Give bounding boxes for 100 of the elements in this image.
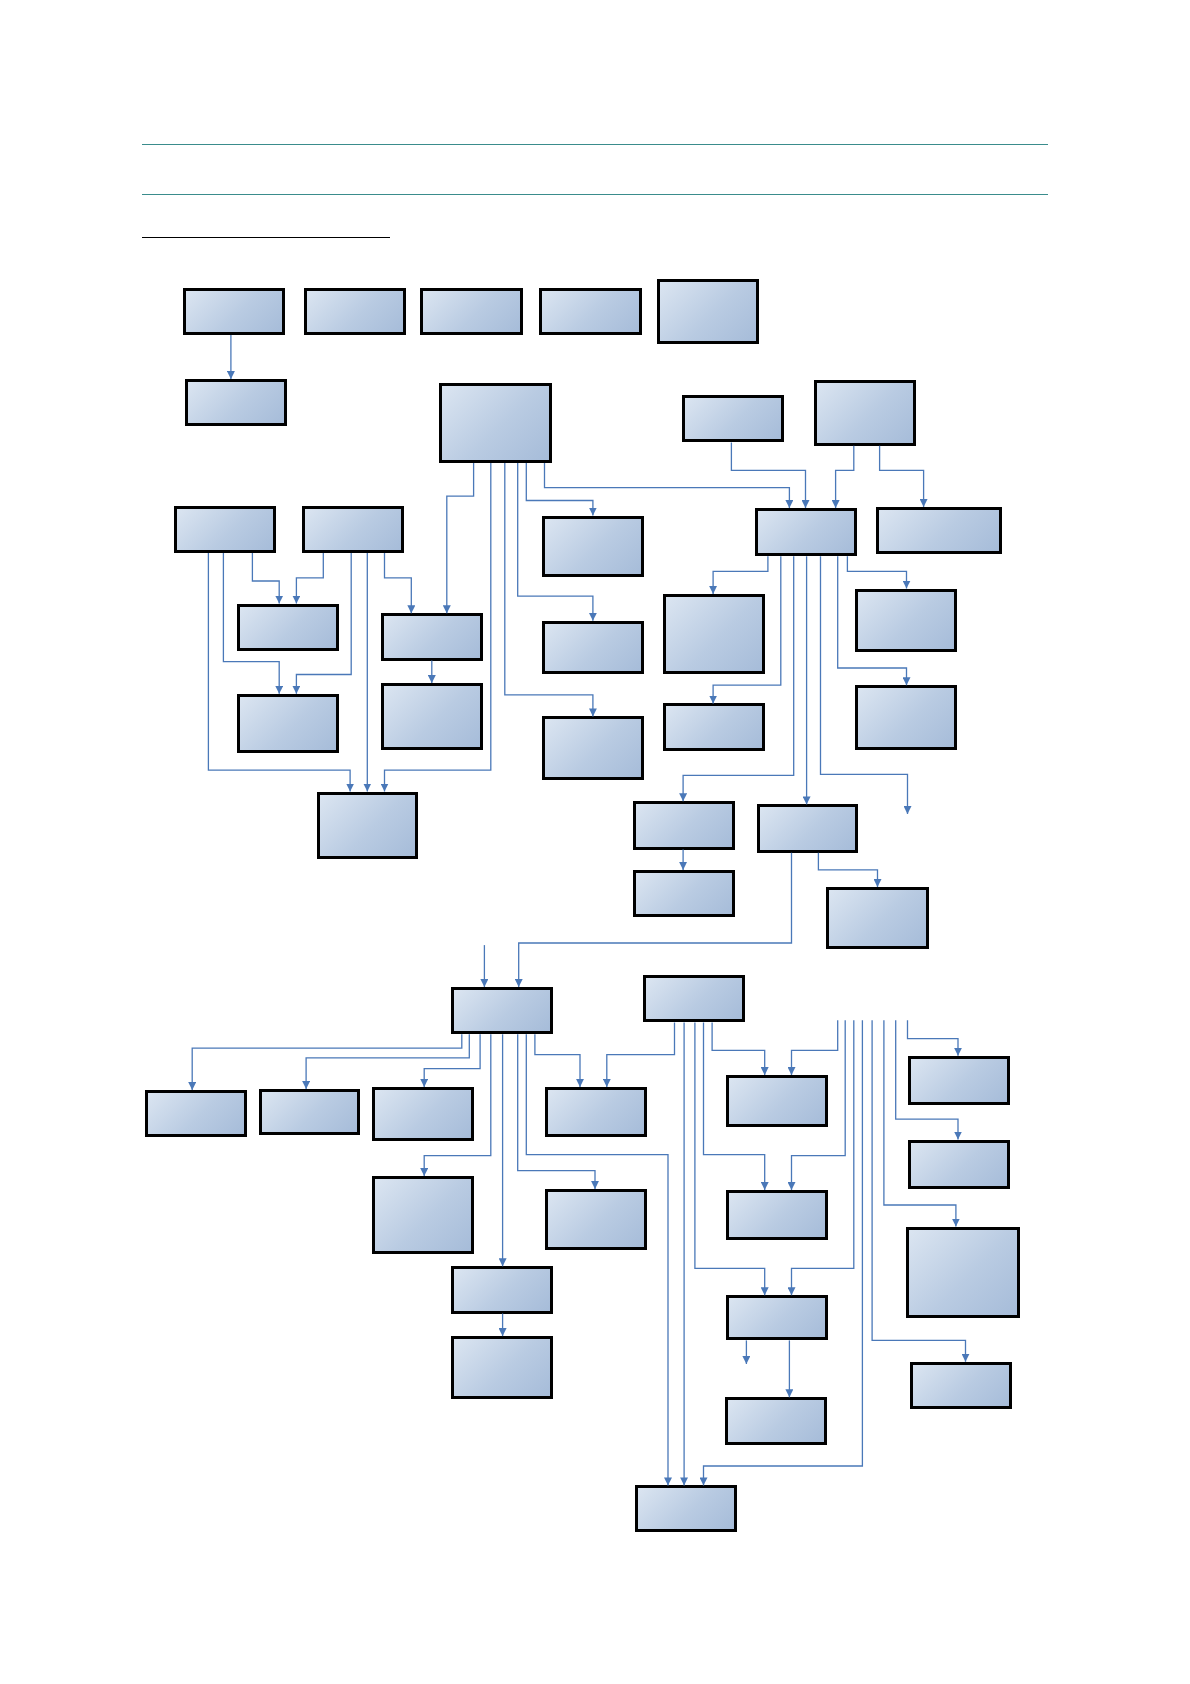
process-box [371,1176,474,1255]
process-box [825,887,929,950]
arrow [679,555,795,802]
arrow [819,555,912,815]
arrow [787,1019,839,1076]
process-box [303,287,406,336]
process-box [634,1485,737,1532]
process-box [876,506,1003,555]
arrow [602,1021,676,1088]
arrow [188,1033,463,1091]
process-box [301,505,404,554]
arrow [711,1021,769,1076]
arrow [514,852,793,988]
arrow [679,848,688,871]
process-box [726,1190,829,1241]
arrow [785,1339,794,1398]
arrow [709,555,769,595]
process-box [726,1075,829,1127]
process-box [439,383,553,463]
process-box [316,791,418,860]
process-box [184,379,287,427]
arrow [251,552,284,605]
arrow [680,1021,689,1487]
process-box [539,287,643,336]
arrow [504,462,597,718]
arrow [427,659,436,684]
process-box [907,1055,1010,1106]
arrow [380,462,492,793]
arrow [442,462,475,614]
process-box [237,603,340,651]
arrow [871,1019,970,1363]
process-box [632,869,735,918]
process-box [682,395,784,443]
process-box [662,703,765,751]
arrow [742,1339,751,1365]
arrow [498,1312,507,1337]
process-box [237,693,340,753]
process-box [371,1086,474,1141]
arrow [525,1033,672,1487]
process-box [909,1361,1012,1410]
arrow [787,1019,855,1296]
arrow [383,552,416,614]
arrow [709,555,782,705]
process-box [726,1295,829,1341]
arrow [302,1033,470,1090]
process-box [662,593,765,675]
process-box [381,683,484,750]
arrow [878,445,928,508]
process-box [854,588,957,652]
arrow [226,334,235,380]
process-box [174,505,276,554]
arrow [420,1033,481,1088]
arrow [702,1021,769,1191]
arrow [543,462,794,509]
arrow [694,1021,769,1296]
process-box [145,1090,247,1138]
process-box [419,287,523,336]
arrow [498,1033,507,1267]
arrow [480,944,489,988]
arrow [699,1019,864,1487]
arrow [906,1019,962,1057]
arrow [534,1033,584,1088]
process-box [544,1188,647,1251]
arrow [883,1019,960,1228]
arrow [802,555,811,806]
process-box [757,804,859,853]
process-box [544,1086,647,1138]
arrow [292,552,324,605]
arrow [817,852,882,888]
arrow [207,552,355,793]
arrow [525,462,597,517]
process-box [451,1336,554,1400]
arrow [292,552,352,695]
process-box [182,287,285,336]
arrow [222,552,284,695]
process-box [381,613,484,661]
arrow [787,1019,846,1191]
process-box [451,1266,554,1314]
process-box [542,716,645,780]
process-box [451,987,554,1035]
process-box [906,1226,1021,1318]
process-box [724,1397,827,1445]
process-box [854,685,957,750]
process-box [542,620,645,675]
arrow [895,1019,962,1141]
arrow [517,462,597,622]
process-box [657,279,760,344]
process-box [542,515,645,577]
process-box [258,1089,360,1136]
arrow [730,441,810,509]
arrow [837,555,911,686]
arrow [831,445,855,509]
arrow [420,1033,492,1177]
arrow [363,552,372,793]
process-box [643,975,746,1023]
process-box [632,801,735,850]
process-box [907,1139,1010,1189]
arrow [517,1033,599,1190]
arrow [846,555,911,590]
process-box [814,380,917,446]
